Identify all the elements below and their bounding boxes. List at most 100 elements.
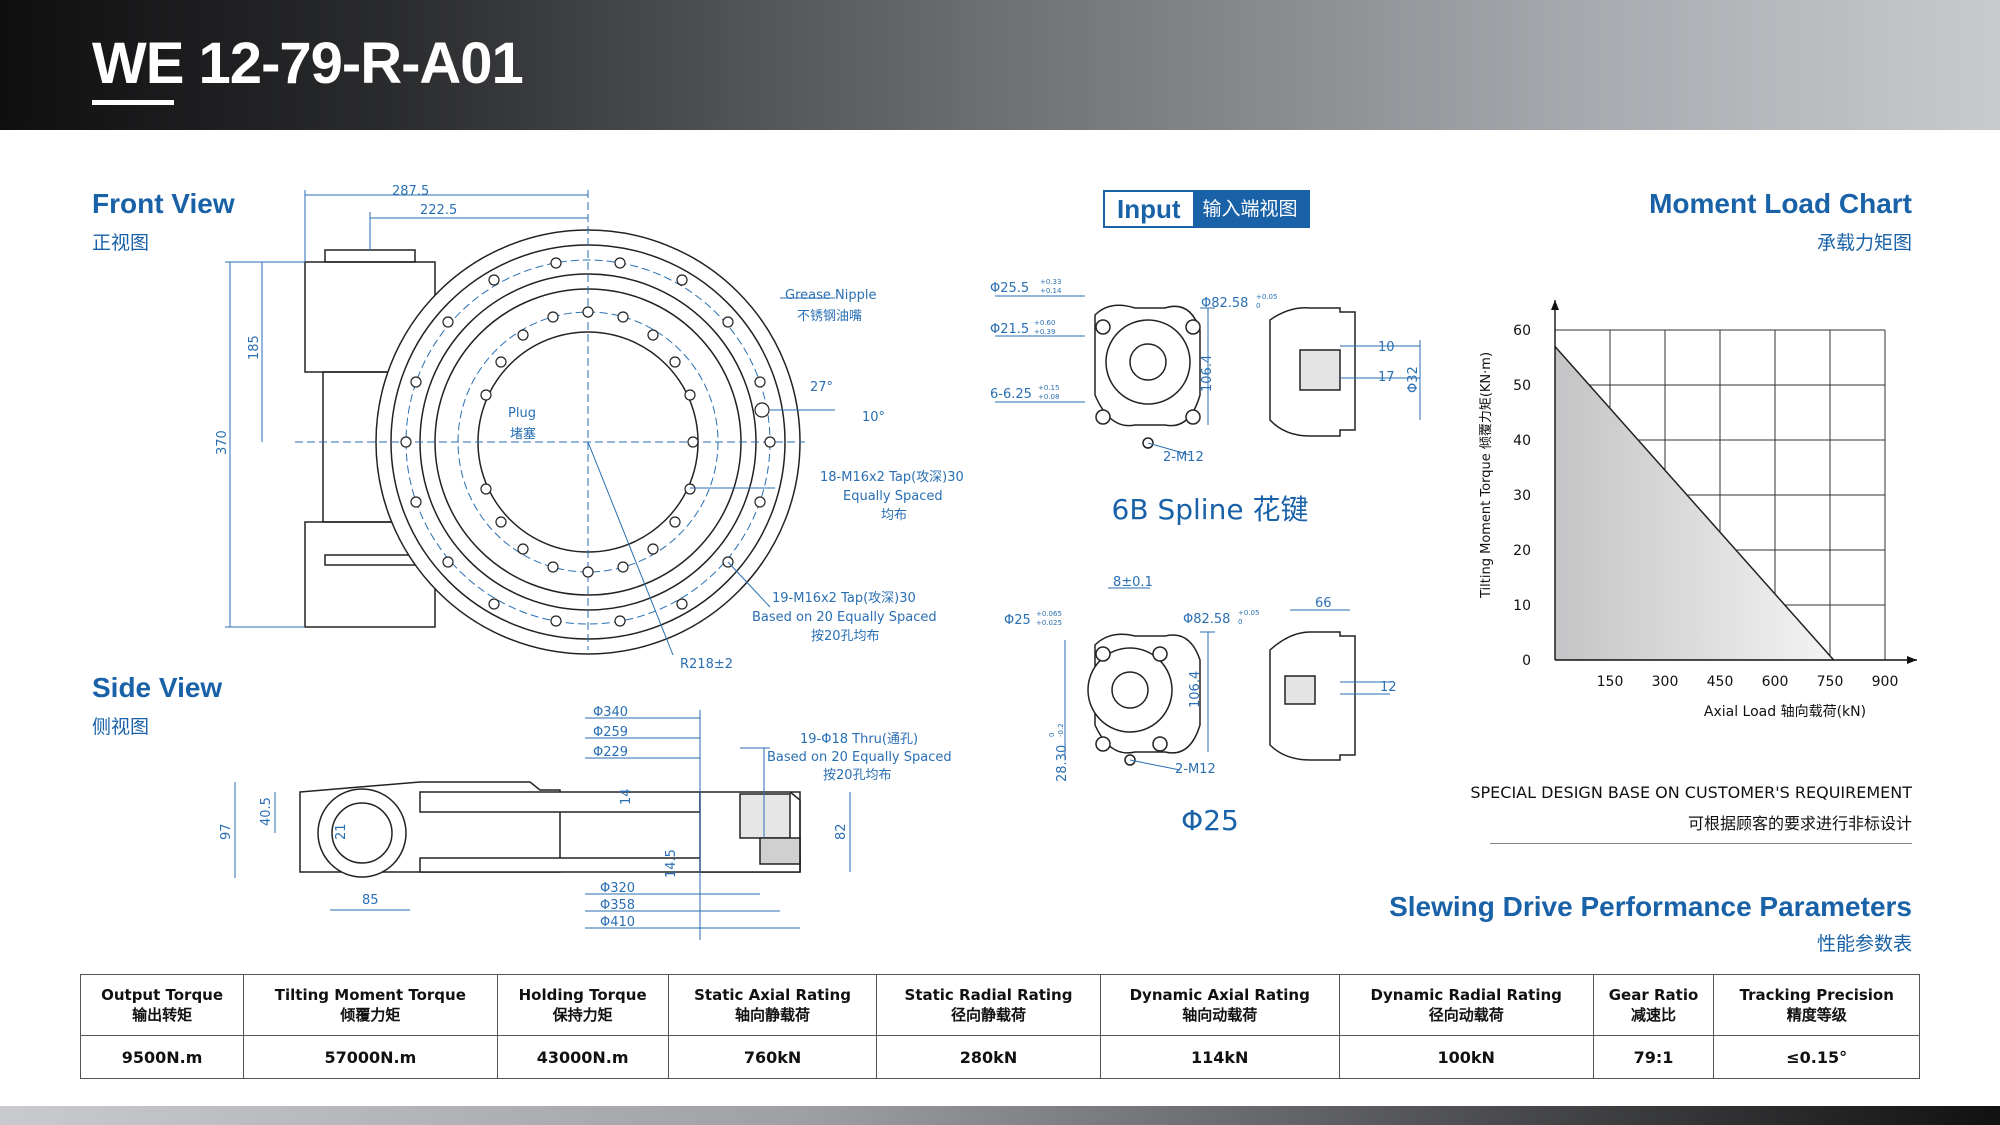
plug-cn: 堵塞 <box>510 426 536 442</box>
chart-y-arrow <box>1551 300 1559 310</box>
shaft-m12: 2-M12 <box>1175 762 1216 777</box>
shaft-d2830-tol-upper: 0 <box>1048 733 1056 737</box>
dim-145: 14.5 <box>664 849 679 878</box>
performance-value-row: 9500N.m 57000N.m 43000N.m 760kN 280kN 11… <box>79 1035 1920 1079</box>
spline-s625-tol-lower: +0.08 <box>1038 393 1059 401</box>
tap18-line1: 18-M16x2 Tap(攻深)30 <box>820 470 964 485</box>
shaft-d2830: 28.30 <box>1055 745 1070 782</box>
dim-82: 82 <box>834 823 849 840</box>
chart-ylabel: Tilting Moment Torque 倾覆力矩(KN·m) <box>1479 352 1494 599</box>
spline-p255-tol-lower: +0.14 <box>1040 287 1062 295</box>
model-title: WE 12-79-R-A01 <box>92 31 524 96</box>
val-dynamic-radial: 100kN <box>1338 1035 1594 1079</box>
tap18-line2: Equally Spaced <box>843 489 943 504</box>
dim-85: 85 <box>362 893 379 908</box>
spline-p8258-tol-lower: 0 <box>1256 302 1260 310</box>
val-gear-ratio: 79:1 <box>1592 1035 1715 1079</box>
spline-p215: Φ21.5 <box>990 322 1029 337</box>
dim-p320: Φ320 <box>600 881 635 896</box>
chart-x-tick-label: 750 <box>1817 674 1844 690</box>
spline-p255-tol-upper: +0.33 <box>1040 278 1061 286</box>
spline-p8258: Φ82.58 <box>1201 296 1248 311</box>
chart-y-tick-label: 20 <box>1513 543 1531 559</box>
chart-x-tick-label: 900 <box>1872 674 1899 690</box>
grease-nipple-en: Grease Nipple <box>785 288 876 303</box>
moment-chart-title: Moment Load Chart <box>1649 188 1912 219</box>
chart-y-tick-label: 50 <box>1513 378 1531 394</box>
shaft-d66: 66 <box>1315 596 1332 611</box>
shaft-p8258-tol-upper: +0.05 <box>1238 609 1259 617</box>
spline-d17: 17 <box>1378 370 1395 385</box>
spline-caption: 6B Spline 花键 <box>1112 493 1309 526</box>
val-tilting-moment: 57000N.m <box>243 1035 498 1079</box>
dim-21: 21 <box>334 823 349 840</box>
chart-x-tick-label: 450 <box>1707 674 1734 690</box>
shaft-d8: 8±0.1 <box>1113 575 1153 590</box>
side-view-title: Side View <box>92 672 223 703</box>
spline-s625-tol-upper: +0.15 <box>1038 384 1059 392</box>
performance-title: Slewing Drive Performance Parameters <box>1389 891 1912 922</box>
footer-bar <box>0 1106 2000 1125</box>
front-view-subtitle: 正视图 <box>92 232 150 254</box>
note-divider <box>1490 843 1912 844</box>
dim-222: 222.5 <box>420 203 457 218</box>
dim-14: 14 <box>619 788 634 805</box>
val-static-radial: 280kN <box>876 1035 1101 1079</box>
plug-en: Plug <box>508 406 536 421</box>
chart-y-tick-label: 0 <box>1522 653 1531 669</box>
shaft-d2830-tol-lower: -0.2 <box>1057 723 1065 737</box>
tap19-line1: 19-M16x2 Tap(攻深)30 <box>772 591 916 606</box>
spline-d10: 10 <box>1378 340 1395 355</box>
radius-label: R218±2 <box>680 657 733 672</box>
side-view-subtitle: 侧视图 <box>92 716 150 738</box>
val-static-axial: 760kN <box>667 1035 878 1079</box>
shaft-p25-tol-lower: +0.025 <box>1036 619 1062 627</box>
spline-m12: 2-M12 <box>1163 450 1204 465</box>
chart-y-tick-label: 30 <box>1513 488 1531 504</box>
chart-x-tick-label: 300 <box>1652 674 1679 690</box>
grease-nipple-cn: 不锈钢油嘴 <box>797 309 862 324</box>
title-underline <box>92 100 174 105</box>
shaft-caption: Φ25 <box>1181 804 1239 837</box>
spline-s625: 6-6.25 <box>990 387 1032 402</box>
val-holding-torque: 43000N.m <box>496 1035 669 1079</box>
val-output-torque: 9500N.m <box>79 1035 245 1079</box>
spline-p255: Φ25.5 <box>990 281 1029 296</box>
input-view-subtitle: 输入端视图 <box>1192 192 1308 226</box>
spline-p32: Φ32 <box>1406 366 1421 393</box>
shaft-p8258: Φ82.58 <box>1183 612 1230 627</box>
thru-line2: Based on 20 Equally Spaced <box>767 750 952 765</box>
chart-series-line <box>1554 346 1835 661</box>
shaft-d12: 12 <box>1380 680 1397 695</box>
shaft-p8258-tol-lower: 0 <box>1238 618 1242 626</box>
moment-chart-subtitle: 承载力矩图 <box>1816 232 1912 254</box>
thru-line1: 19-Φ18 Thru(通孔) <box>800 732 918 747</box>
special-design-note-en: SPECIAL DESIGN BASE ON CUSTOMER'S REQUIR… <box>1470 783 1912 802</box>
dim-405: 40.5 <box>259 797 274 826</box>
val-dynamic-axial: 114kN <box>1099 1035 1340 1079</box>
dim-97: 97 <box>219 823 234 840</box>
spline-p215-tol-lower: +0.39 <box>1034 328 1055 336</box>
dim-p259: Φ259 <box>593 725 628 740</box>
spline-p8258-tol-upper: +0.05 <box>1256 293 1277 301</box>
dim-287: 287.5 <box>392 184 429 199</box>
performance-subtitle: 性能参数表 <box>1816 933 1912 955</box>
chart-y-tick-label: 60 <box>1513 323 1531 339</box>
chart-x-tick-label: 600 <box>1762 674 1789 690</box>
chart-x-arrow <box>1907 656 1917 664</box>
tap19-line2: Based on 20 Equally Spaced <box>752 610 937 625</box>
